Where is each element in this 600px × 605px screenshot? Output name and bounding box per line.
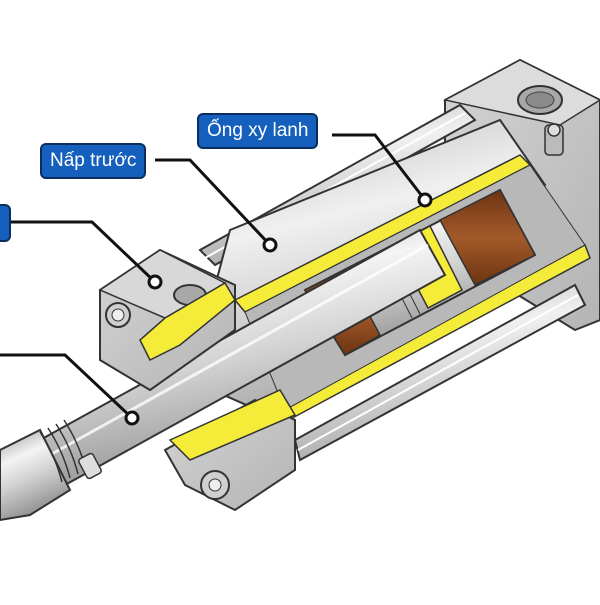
rod-end bbox=[0, 419, 102, 522]
leader-dot-icon bbox=[147, 274, 163, 290]
tie-rod-lower bbox=[293, 283, 587, 462]
leader-dot-icon bbox=[417, 192, 433, 208]
front-cap-section bbox=[139, 281, 236, 362]
leader-cylinder-tube bbox=[332, 133, 427, 201]
leader-dot-icon bbox=[124, 410, 140, 426]
leader-cutoff-upper bbox=[10, 220, 157, 284]
leader-dot-icon bbox=[262, 237, 278, 253]
leader-endpoints bbox=[124, 192, 433, 426]
rod-thread-icon bbox=[39, 419, 87, 483]
piston-seal-rear bbox=[438, 189, 537, 286]
front-cap-lower bbox=[163, 389, 297, 512]
callout-cutoff-upper bbox=[0, 204, 11, 242]
leader-front-cap bbox=[155, 158, 272, 247]
leader-cutoff-lower bbox=[0, 353, 134, 420]
leader-lines bbox=[0, 133, 427, 420]
callout-front-cap: Nấp trước bbox=[40, 143, 147, 179]
front-end-cap bbox=[98, 248, 236, 392]
callout-cylinder-tube: Ống xy lanh bbox=[197, 113, 319, 149]
rod-nut-icon bbox=[0, 428, 72, 522]
